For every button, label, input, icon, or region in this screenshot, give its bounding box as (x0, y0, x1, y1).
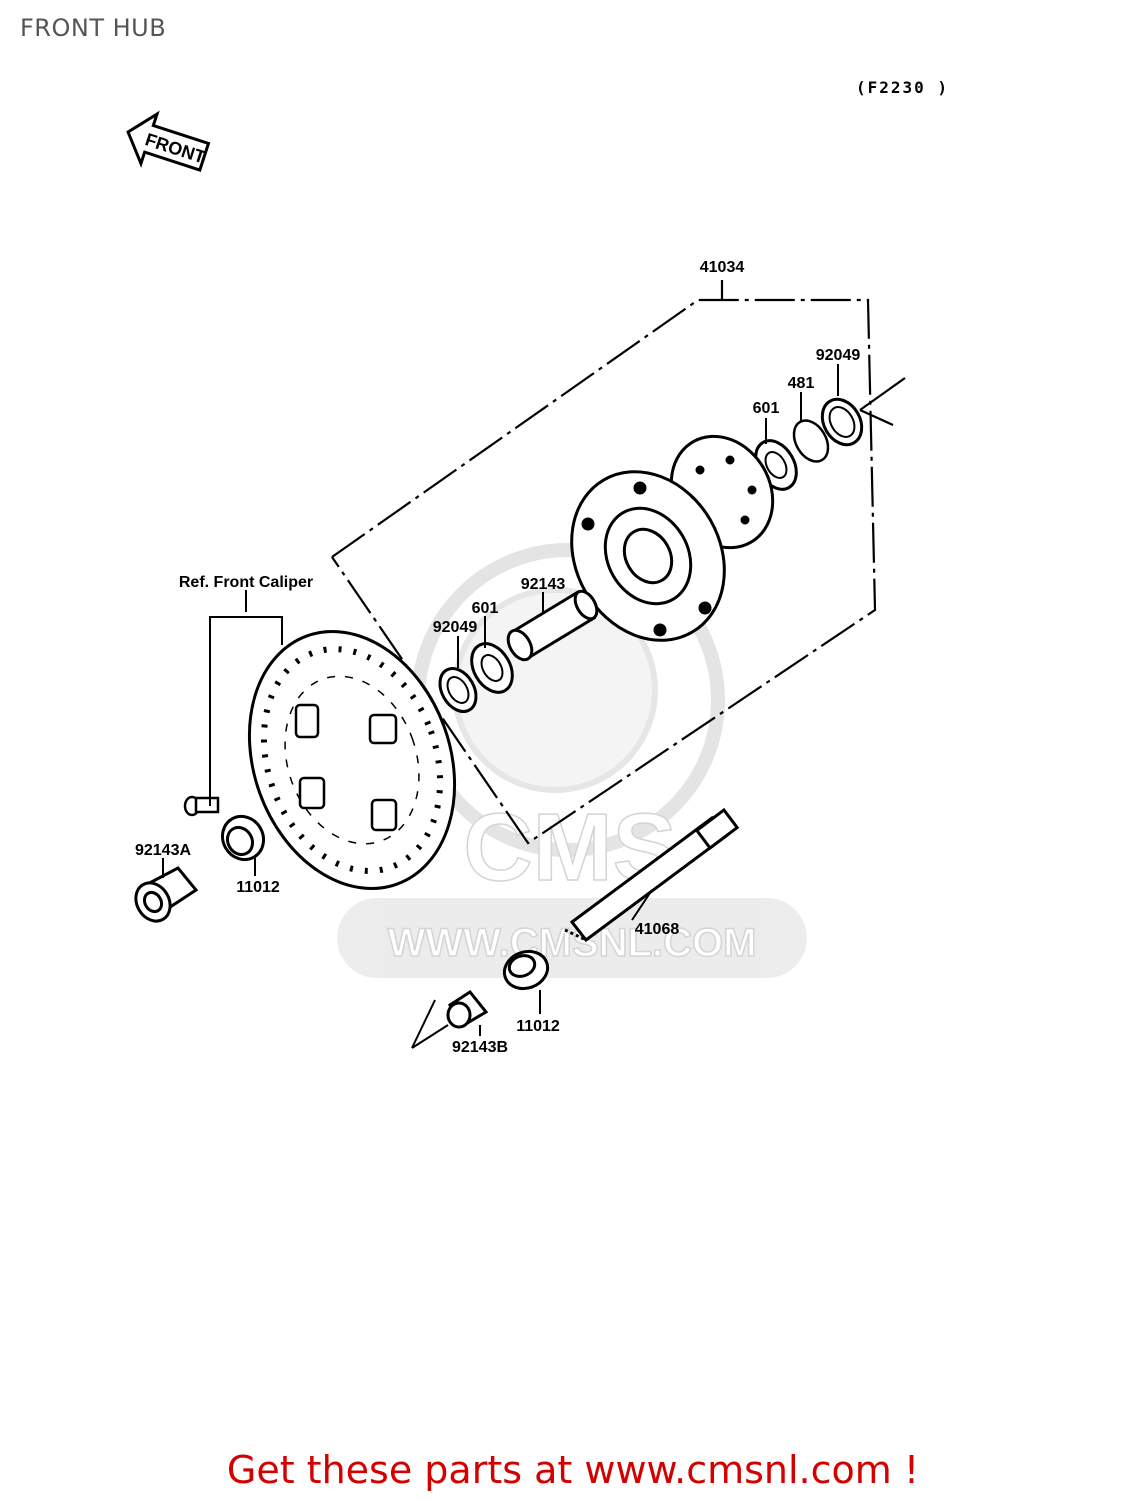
label-92049-right: 92049 (816, 347, 861, 364)
brake-disc (247, 630, 457, 890)
collar-92143A (134, 866, 199, 923)
label-92049-left: 92049 (433, 619, 478, 636)
label-601-left: 601 (472, 600, 499, 617)
watermark-url: WWW.CMSNL.COM (388, 921, 757, 965)
label-92143A: 92143A (135, 842, 191, 859)
collar-92143B (446, 990, 489, 1029)
spacer-92143 (506, 589, 599, 662)
disc-bolt (183, 795, 220, 817)
oil-seal-left (438, 667, 478, 713)
hub-body (570, 434, 775, 642)
label-ref-front-caliper: Ref. Front Caliper (179, 574, 313, 591)
page-title: FRONT HUB (20, 14, 167, 42)
label-92143: 92143 (521, 576, 566, 593)
promo-link[interactable]: Get these parts at www.cmsnl.com ! (226, 1448, 920, 1492)
label-11012-left: 11012 (236, 879, 280, 896)
label-41034: 41034 (700, 259, 745, 276)
assembly-bracket-41034 (331, 280, 906, 845)
front-arrow-icon: FRONT (126, 110, 211, 172)
oil-seal-right (820, 397, 864, 447)
label-11012-bottom: 11012 (516, 1018, 560, 1035)
diagram-code: (F2230 ) (856, 78, 950, 97)
watermark: CMS WWW.CMSNL.COM (337, 543, 807, 978)
label-41068: 41068 (635, 921, 680, 938)
leader-lines (162, 364, 839, 1036)
label-92143B: 92143B (452, 1039, 508, 1056)
bearing-left (470, 642, 514, 694)
arrow-lines-bottom (411, 999, 449, 1049)
oil-seal-11012-bottom (502, 949, 550, 991)
label-481: 481 (788, 375, 815, 392)
axle-41068 (564, 807, 740, 943)
label-601-right: 601 (753, 400, 780, 417)
oil-seal-11012-left (220, 814, 266, 862)
